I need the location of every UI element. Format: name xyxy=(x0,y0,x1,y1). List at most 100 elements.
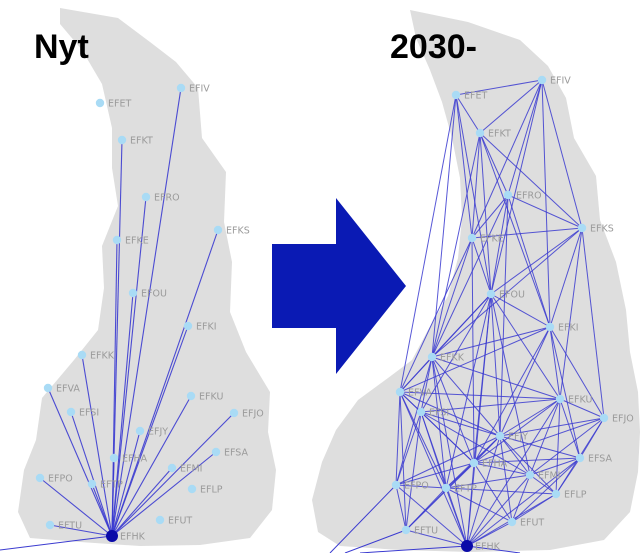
route-after-efsa-efut xyxy=(511,457,581,523)
route-after-eftp-eftu xyxy=(405,487,447,531)
route-before-efhk-efou xyxy=(111,292,134,537)
route-after-efpo-eftp xyxy=(395,484,447,489)
route-after-efha-efpo xyxy=(395,462,475,486)
airport-after-dot-efks xyxy=(577,223,587,233)
airport-before-dot-efsi xyxy=(66,407,76,417)
airport-after-dot-efjo xyxy=(599,413,609,423)
airport-after-dot-efkt xyxy=(475,128,485,138)
airport-after-dot-eftp xyxy=(441,483,451,493)
route-after-efou-efku xyxy=(490,293,561,400)
airport-after-label-eftp: EFTP xyxy=(454,484,477,495)
route-after-efsi-eftu xyxy=(405,411,422,531)
route-after-efkt-efkk xyxy=(431,132,481,358)
airport-before-label-efva: EFVA xyxy=(56,384,80,395)
airport-before-label-efki: EFKI xyxy=(196,322,217,333)
route-after-efro-efou xyxy=(490,194,509,295)
airport-after-dot-efha xyxy=(469,458,479,468)
airport-before-label-efet: EFET xyxy=(108,99,131,110)
airport-before-dot-efiv xyxy=(176,83,186,93)
route-before-efhk-efjy xyxy=(111,430,141,537)
route-after-efks-efou xyxy=(490,227,583,295)
airport-after-label-efjo: EFJO xyxy=(612,414,634,425)
airport-before-label-eftp: EFTP xyxy=(100,480,123,491)
airport-after-label-efut: EFUT xyxy=(520,518,544,529)
route-after-efro-efks xyxy=(507,194,583,229)
route-before-efhk-efva xyxy=(47,387,113,537)
route-after-efro-efke xyxy=(471,194,509,239)
airport-after-label-eflp: EFLP xyxy=(564,490,587,501)
route-after-efmi-efhk xyxy=(466,474,531,547)
airport-after-dot-efut xyxy=(507,517,517,527)
route-after-efou-efsi xyxy=(420,293,492,413)
airport-after-label-eftu: EFTU xyxy=(414,526,438,537)
route-after-efkk-efsi xyxy=(420,356,433,413)
airport-before-dot-eftp xyxy=(87,479,97,489)
route-after-efku-efmi xyxy=(529,398,561,476)
route-before-efhk-efks xyxy=(111,229,219,537)
airport-after-label-efkk: EFKK xyxy=(440,353,465,364)
route-after-efou-efjy xyxy=(490,293,501,437)
airport-after-dot-efhk xyxy=(461,540,473,552)
route-before-efhk-efro xyxy=(111,196,147,537)
route-after-efmi-efut xyxy=(511,474,531,523)
route-after-efke-efha xyxy=(471,237,475,464)
airport-before-label-efjy: EFJY xyxy=(148,427,168,438)
route-before-efhk-efkk xyxy=(81,354,113,537)
route-before-efhk-eftu xyxy=(49,524,113,537)
airport-before-dot-efut xyxy=(155,515,165,525)
airport-before-label-efiv: EFIV xyxy=(189,84,210,95)
route-after-efet-efkt xyxy=(455,94,481,134)
route-after-efet-efke xyxy=(455,94,473,239)
airport-before-label-efou: EFOU xyxy=(141,289,167,300)
airport-before-label-efpo: EFPO xyxy=(48,474,73,485)
airport-after-dot-eftu xyxy=(401,525,411,535)
finland-map-before xyxy=(18,8,276,546)
airport-before-dot-eflp xyxy=(187,484,197,494)
airport-before-label-efjo: EFJO xyxy=(242,409,264,420)
route-after-efku-efhk xyxy=(466,398,561,547)
airport-before-label-efkk: EFKK xyxy=(90,351,115,362)
airport-after-dot-efiv xyxy=(537,75,547,85)
route-before-efhk-efmi xyxy=(111,467,173,537)
route-after-efjy-efsa xyxy=(499,435,581,459)
airport-before-label-efsi: EFSI xyxy=(79,408,99,419)
route-after-efsi-efmi xyxy=(420,411,531,476)
airport-after-dot-efke xyxy=(467,233,477,243)
route-after-efkt-efke xyxy=(471,132,481,239)
airport-after-label-efiv: EFIV xyxy=(550,76,571,87)
airport-before-dot-efva xyxy=(43,383,53,393)
route-after-efke-efou xyxy=(471,237,492,295)
airport-before-dot-efjy xyxy=(135,426,145,436)
airport-after-dot-efkk xyxy=(427,352,437,362)
route-after-eftp-efut xyxy=(445,487,513,523)
route-after-efro-efkk xyxy=(431,194,509,358)
route-after-efjy-efmi xyxy=(499,435,531,476)
route-before-efhk-efsi xyxy=(70,411,113,537)
right-arrow-icon xyxy=(272,198,406,374)
route-after-offmap-2 xyxy=(359,545,468,553)
route-after-efva-efpo xyxy=(395,391,401,486)
airport-after-dot-eflp xyxy=(551,489,561,499)
route-after-efki-efjo xyxy=(549,326,605,419)
route-after-efki-efjy xyxy=(499,326,551,437)
airport-after-label-efsa: EFSA xyxy=(588,454,613,465)
route-after-efha-efut xyxy=(473,462,513,523)
route-after-efkt-efro xyxy=(479,132,509,196)
route-after-eftu-efhk xyxy=(405,529,468,547)
route-after-eftp-eflp xyxy=(445,487,557,495)
airport-before-dot-efou xyxy=(128,288,138,298)
airport-before-dot-efku xyxy=(186,391,196,401)
route-after-efkt-efou xyxy=(479,132,492,295)
airport-after-dot-efsa xyxy=(575,453,585,463)
route-after-efmi-eftp xyxy=(445,474,531,489)
route-after-efki-efkk xyxy=(431,326,551,358)
airport-before-label-eflp: EFLP xyxy=(200,485,223,496)
route-after-efiv-efet xyxy=(455,79,543,96)
route-after-eftp-efhk xyxy=(445,487,468,547)
route-after-efku-eflp xyxy=(555,398,561,495)
route-after-efet-efkk xyxy=(431,94,457,358)
airport-before-dot-eftu xyxy=(45,520,55,530)
airport-before-dot-efks xyxy=(213,225,223,235)
airport-after-dot-efmi xyxy=(525,470,535,480)
